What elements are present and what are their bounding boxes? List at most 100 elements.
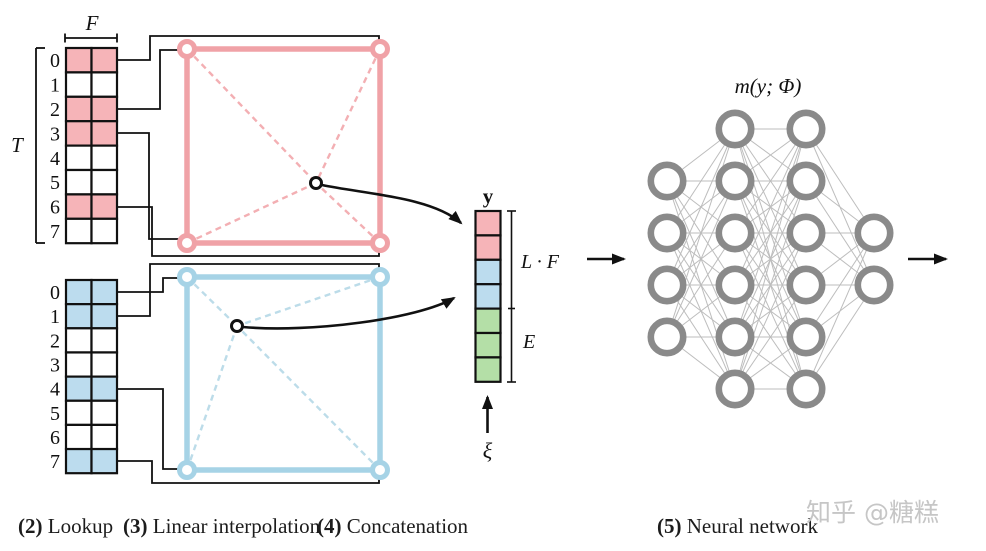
- query-point: [309, 176, 323, 190]
- vector-cell: [474, 307, 502, 335]
- query-point: [230, 319, 244, 333]
- nn-node: [786, 265, 826, 305]
- connector-line: [118, 460, 380, 484]
- nn-title: m(y; Φ): [735, 74, 802, 98]
- lookup-cell: [90, 375, 119, 402]
- connector-line: [118, 206, 380, 257]
- f-dim-label: F: [85, 11, 99, 35]
- nn-edge: [666, 128, 736, 286]
- nn-node: [715, 317, 755, 357]
- grid-corner-node: [370, 460, 390, 480]
- nn-node: [647, 265, 687, 305]
- row-index-label: 1: [50, 306, 60, 328]
- vector-size-bracket: [507, 210, 516, 383]
- row-index-label: 5: [50, 172, 60, 194]
- grid-cell-outline: [184, 274, 383, 473]
- lookup-cell: [64, 303, 93, 330]
- t-dim-label: T: [11, 133, 24, 157]
- step-caption: (5) Neural network: [657, 514, 818, 538]
- row-index-label: 2: [50, 330, 60, 352]
- nn-edge: [734, 128, 807, 234]
- interpolation-dashed-line: [236, 325, 381, 471]
- lookup-cell: [64, 375, 93, 402]
- nn-node: [715, 265, 755, 305]
- row-index-label: 4: [50, 148, 60, 170]
- nn-edge: [734, 180, 807, 390]
- vector-cell: [474, 356, 502, 383]
- lookup-cell: [90, 217, 119, 245]
- nn-node: [715, 161, 755, 201]
- feature-vector: [474, 209, 502, 383]
- nn-edge: [666, 232, 736, 338]
- row-index-label: 7: [50, 451, 60, 473]
- vector-cell: [474, 209, 502, 237]
- nn-node: [647, 161, 687, 201]
- grid-corner-node: [370, 233, 390, 253]
- vector-cell: [474, 234, 502, 261]
- nn-edge: [734, 128, 807, 338]
- row-index-label: 4: [50, 379, 60, 401]
- fine-feature-arrow: [321, 183, 463, 225]
- row-index-label: 6: [50, 427, 60, 449]
- lookup-cell: [64, 168, 93, 196]
- connector-line: [118, 277, 179, 293]
- interpolation-dashed-line: [186, 48, 317, 184]
- t-dimension-bracket: [35, 47, 45, 244]
- nn-edge: [805, 284, 875, 390]
- grid-corner-node: [177, 460, 197, 480]
- lf-bracket-label: L · F: [520, 251, 560, 273]
- row-index-label: 2: [50, 99, 60, 121]
- lookup-cell: [90, 423, 119, 451]
- nn-node: [854, 213, 894, 253]
- nn-edge: [734, 284, 807, 390]
- lookup-cell: [64, 46, 93, 74]
- nn-edge: [666, 180, 736, 338]
- nn-node: [647, 317, 687, 357]
- nn-node: [786, 109, 826, 149]
- nn-node: [647, 213, 687, 253]
- row-index-label: 3: [50, 123, 60, 145]
- xi-label: ξ: [483, 438, 493, 463]
- neural-network: [647, 109, 894, 409]
- nn-edge: [805, 232, 875, 390]
- nn-edge: [734, 232, 807, 390]
- lookup-cell: [90, 144, 119, 172]
- step-captions: (2) Lookup(3) Linear interpolation(4) Co…: [18, 514, 818, 538]
- lookup-cell: [90, 168, 119, 196]
- connector-line: [118, 263, 380, 317]
- lookup-cell: [90, 327, 119, 354]
- interpolation-dashed-line: [314, 48, 382, 184]
- connector-line: [118, 388, 179, 470]
- lookup-cell: [64, 71, 93, 98]
- nn-edge: [734, 128, 807, 286]
- interpolation-dashed-line: [186, 181, 317, 245]
- nn-edge: [805, 232, 875, 338]
- grid-cell-outline: [184, 46, 383, 246]
- grid-corner-node: [370, 267, 390, 287]
- lookup-cell: [90, 95, 119, 123]
- nn-node: [786, 161, 826, 201]
- lookup-cell: [90, 120, 119, 147]
- watermark: 知乎 @糖糕: [806, 498, 939, 527]
- vector-cell: [474, 258, 502, 286]
- nn-node: [786, 317, 826, 357]
- nn-node: [786, 369, 826, 409]
- lookup-cell: [64, 399, 93, 426]
- interpolation-dashed-line: [186, 276, 238, 327]
- row-index-label: 0: [50, 282, 60, 304]
- e-bracket-label: E: [522, 331, 535, 353]
- lookup-cell: [64, 351, 93, 378]
- f-dimension-bracket: [64, 33, 118, 43]
- row-index-label: 6: [50, 197, 60, 219]
- coarse-grid-cell: [177, 267, 390, 480]
- lookup-cell: [64, 447, 93, 475]
- grid-corner-node: [177, 267, 197, 287]
- row-index-label: 7: [50, 221, 60, 243]
- lookup-cell: [64, 193, 93, 220]
- lookup-connector-lines: [118, 35, 380, 484]
- row-index-label: 3: [50, 355, 60, 377]
